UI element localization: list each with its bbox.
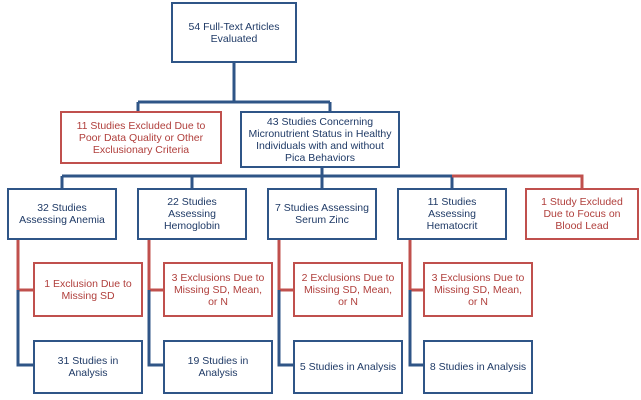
excluded-quality-box: 11 Studies Excluded Due to Poor Data Qua… (60, 111, 222, 164)
connector-analysis (16, 290, 423, 367)
hemoglobin-assessing-box: 22 Studies Assessing Hemoglobin (137, 188, 247, 240)
connector-main-split (60, 168, 454, 188)
connector-root-split (136, 63, 332, 111)
hemoglobin-exclusion-box: 3 Exclusions Due to Missing SD, Mean, or… (163, 262, 273, 317)
anemia-analysis-box: 31 Studies in Analysis (33, 340, 143, 394)
hemoglobin-analysis-box: 19 Studies in Analysis (163, 340, 273, 394)
zinc-assessing-box: 7 Studies Assessing Serum Zinc (267, 188, 377, 240)
connector-lead (452, 174, 584, 188)
anemia-assessing-box: 32 Studies Assessing Anemia (7, 188, 117, 240)
root-articles-box: 54 Full-Text Articles Evaluated (171, 2, 297, 63)
micronutrient-studies-box: 43 Studies Concerning Micronutrient Stat… (240, 111, 400, 168)
hematocrit-assessing-box: 11 Studies Assessing Hematocrit (397, 188, 507, 240)
anemia-exclusion-box: 1 Exclusion Due to Missing SD (33, 262, 143, 317)
excluded-lead-box: 1 Study Excluded Due to Focus on Blood L… (525, 188, 639, 240)
hematocrit-exclusion-box: 3 Exclusions Due to Missing SD, Mean, or… (423, 262, 533, 317)
hematocrit-analysis-box: 8 Studies in Analysis (423, 340, 533, 394)
zinc-analysis-box: 5 Studies in Analysis (293, 340, 403, 394)
zinc-exclusion-box: 2 Exclusions Due to Missing SD, Mean, or… (293, 262, 403, 317)
